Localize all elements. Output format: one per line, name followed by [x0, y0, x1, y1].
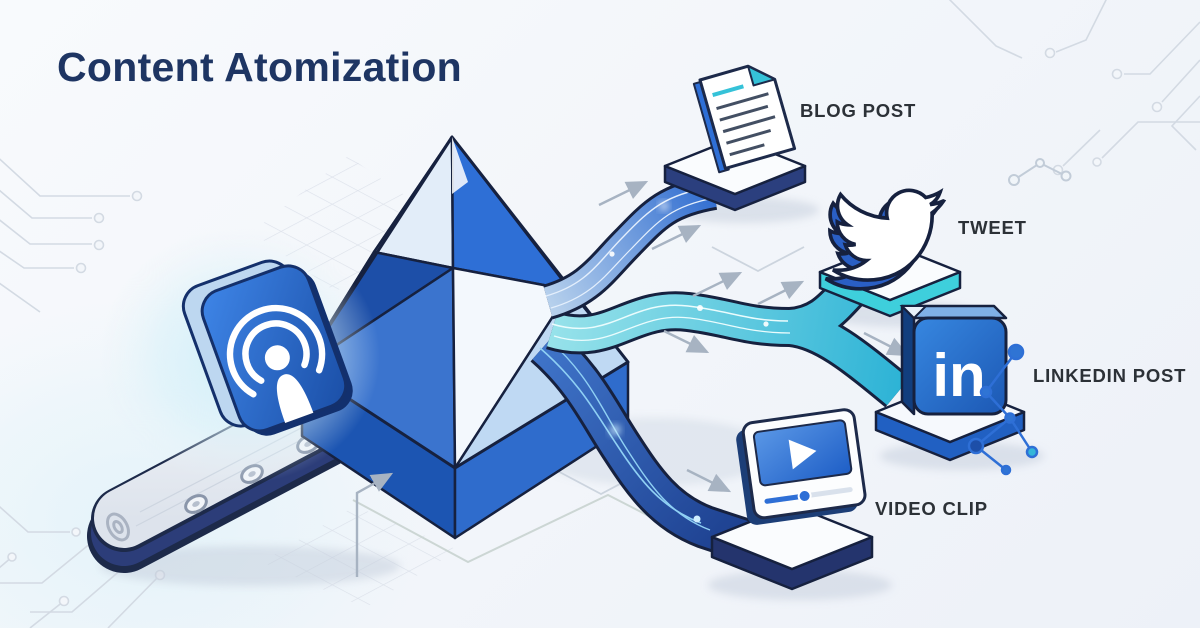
circuit-decoration-left	[0, 158, 143, 313]
play-icon	[788, 439, 817, 470]
stream-to-blog	[542, 174, 718, 320]
flow-arrows	[355, 180, 910, 577]
label-video-clip: VIDEO CLIP	[875, 498, 988, 519]
video-player-icon	[736, 408, 867, 525]
linkedin-glyph: in	[932, 342, 985, 409]
document-icon	[692, 64, 797, 174]
page-title: Content Atomization	[57, 44, 463, 90]
network-graph-decoration	[967, 343, 1039, 476]
label-tweet: TWEET	[958, 217, 1027, 238]
circuit-decoration-top-right	[948, 0, 1200, 176]
progress-knob	[797, 488, 812, 503]
belt-roller	[106, 512, 130, 542]
podcast-source	[100, 228, 380, 484]
label-linkedin-post: LINKEDIN POST	[1033, 365, 1187, 386]
twitter-bird-icon	[824, 188, 947, 291]
stream-to-tweet-linkedin	[546, 273, 911, 408]
label-blog-post: BLOG POST	[800, 100, 917, 121]
molecule-decoration	[1008, 158, 1072, 186]
podcast-icon	[181, 259, 353, 436]
